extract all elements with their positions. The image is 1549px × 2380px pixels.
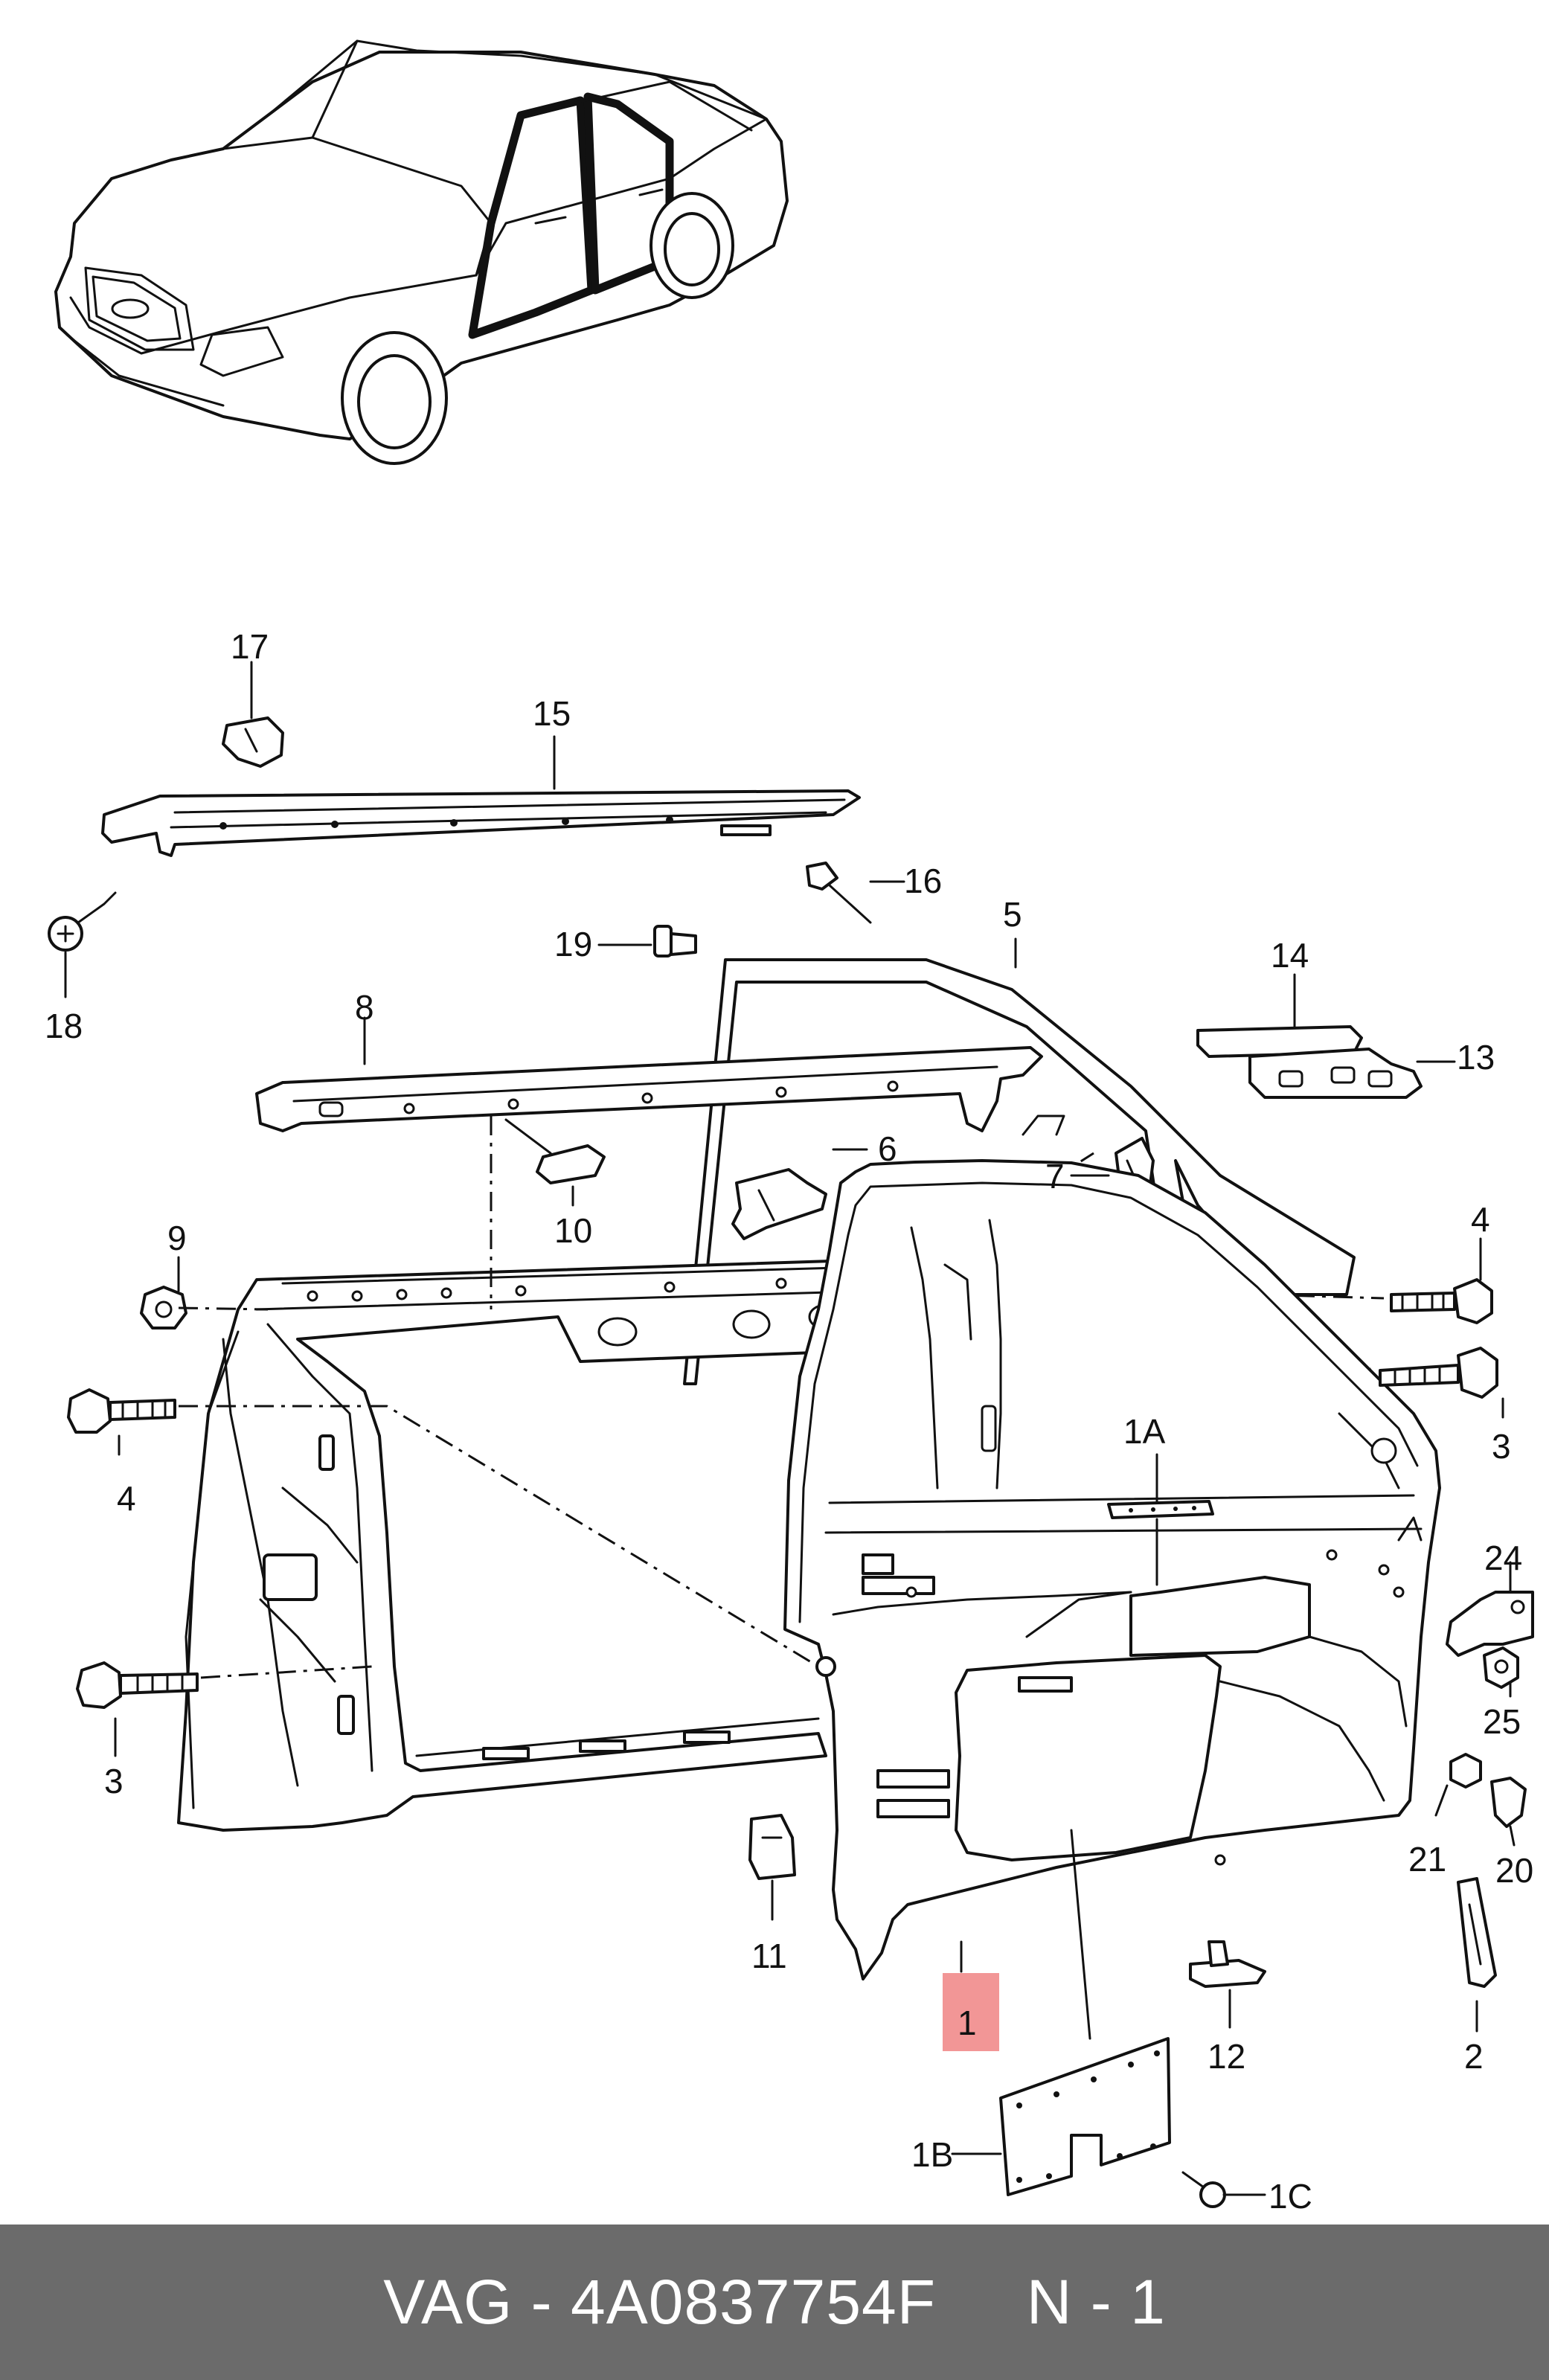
part-18-bolt bbox=[48, 891, 117, 952]
part-number-footer: VAG - 4A0837754F N - 1 bbox=[0, 2225, 1549, 2380]
callout-4-left: 4 bbox=[117, 1479, 136, 1518]
part-12-clip bbox=[1189, 1940, 1266, 1988]
callout-4-right: 4 bbox=[1471, 1200, 1490, 1239]
part-16-screw bbox=[806, 862, 872, 924]
part-1A-seal-strip bbox=[1107, 1500, 1214, 1519]
callout-16: 16 bbox=[904, 862, 942, 900]
part-9-nut bbox=[140, 1286, 187, 1329]
callout-12: 12 bbox=[1208, 2037, 1245, 2076]
car-illustration bbox=[54, 39, 789, 465]
callout-18: 18 bbox=[45, 1007, 83, 1045]
callout-3-right: 3 bbox=[1492, 1427, 1511, 1466]
callout-24: 24 bbox=[1484, 1539, 1522, 1577]
callout-5: 5 bbox=[1003, 895, 1022, 934]
part-4-bolt-right bbox=[1390, 1278, 1493, 1324]
part-24-bracket bbox=[1446, 1591, 1534, 1657]
callout-6: 6 bbox=[878, 1129, 897, 1168]
part-number-caption: VAG - 4A0837754F N - 1 bbox=[383, 2267, 1166, 2337]
callout-11: 11 bbox=[751, 1937, 787, 1975]
callout-19: 19 bbox=[554, 925, 592, 963]
part-21-nut bbox=[1449, 1753, 1482, 1789]
callout-15: 15 bbox=[533, 694, 571, 733]
part-1-door-shell bbox=[783, 1159, 1441, 1980]
callout-1B: 1B bbox=[911, 2135, 953, 2174]
callout-20: 20 bbox=[1495, 1851, 1533, 1890]
callout-9: 9 bbox=[167, 1219, 187, 1257]
callout-leader-lines bbox=[64, 661, 1516, 2196]
part-2-strip bbox=[1457, 1877, 1497, 1988]
callout-10: 10 bbox=[554, 1211, 592, 1250]
part-20-clip bbox=[1490, 1777, 1527, 1828]
callout-3-left: 3 bbox=[104, 1762, 124, 1800]
part-6-bracket bbox=[731, 1168, 827, 1240]
highlighted-part-marker bbox=[943, 1973, 999, 2051]
part-3-bolt-right bbox=[1379, 1347, 1498, 1399]
callout-labels: 17 15 16 18 19 5 14 8 13 6 10 7 9 4 4 3 … bbox=[45, 627, 1533, 2216]
part-10-plug bbox=[504, 1118, 606, 1184]
callout-13: 13 bbox=[1457, 1038, 1495, 1077]
part-3-bolt-left bbox=[76, 1661, 199, 1709]
callout-1C: 1C bbox=[1269, 2177, 1312, 2216]
callout-14: 14 bbox=[1271, 936, 1309, 975]
part-17-clip bbox=[222, 716, 284, 768]
part-15-roof-rail bbox=[101, 789, 861, 857]
part-25-nut bbox=[1483, 1646, 1519, 1689]
part-11-bumper bbox=[748, 1814, 796, 1880]
callout-17: 17 bbox=[231, 627, 269, 666]
callout-1: 1 bbox=[958, 2004, 977, 2042]
exploded-parts-diagram: 17 15 16 18 19 5 14 8 13 6 10 7 9 4 4 3 … bbox=[45, 39, 1534, 2216]
part-4-bolt-left bbox=[67, 1388, 176, 1434]
callout-2: 2 bbox=[1464, 2037, 1484, 2076]
part-1C-screw bbox=[1181, 2171, 1226, 2208]
part-19-screw bbox=[653, 925, 697, 958]
callout-8: 8 bbox=[355, 988, 374, 1027]
callout-7: 7 bbox=[1045, 1157, 1065, 1196]
callout-1A: 1A bbox=[1123, 1412, 1166, 1451]
callout-21: 21 bbox=[1408, 1840, 1446, 1879]
part-8-belt-rail bbox=[255, 1046, 1043, 1132]
part-1B-cover-plate bbox=[999, 2037, 1171, 2196]
callout-25: 25 bbox=[1483, 1702, 1521, 1741]
part-13-hinge-plate bbox=[1248, 1048, 1423, 1099]
